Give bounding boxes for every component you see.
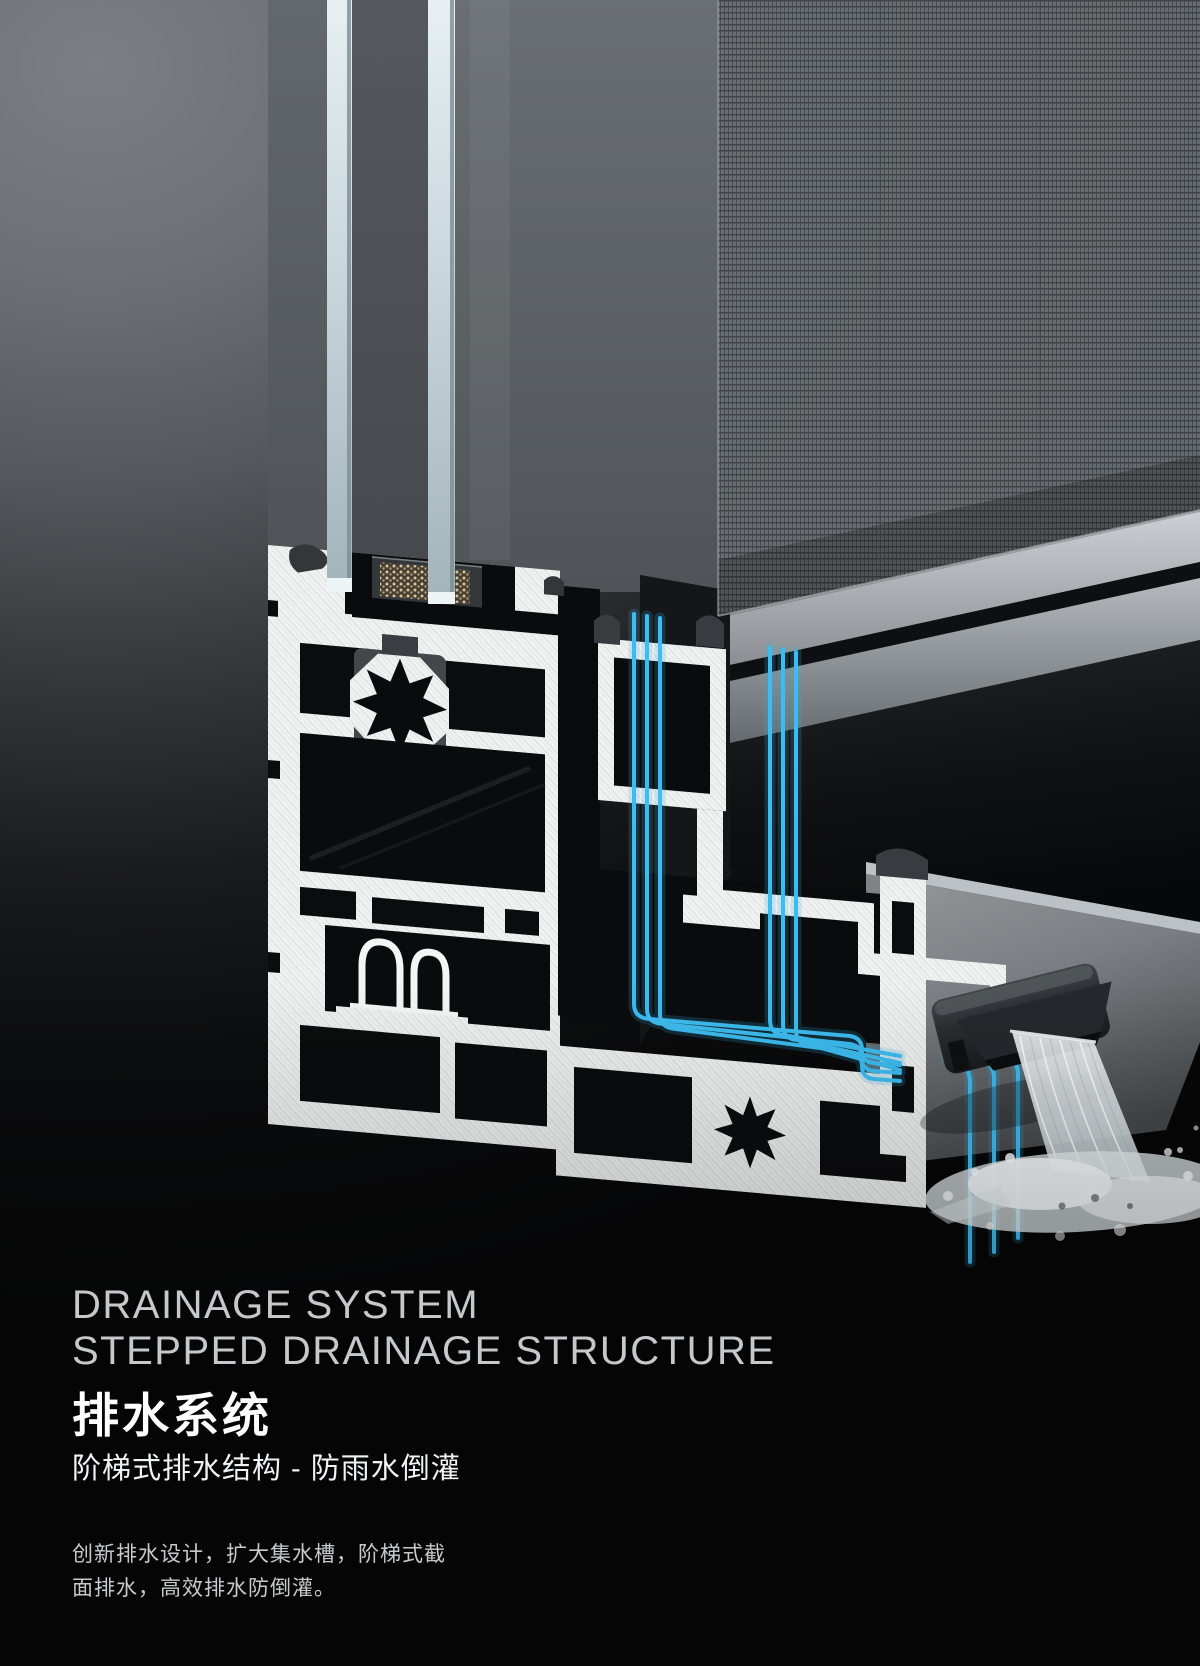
- title-english: DRAINAGE SYSTEM STEPPED DRAINAGE STRUCTU…: [72, 1282, 776, 1374]
- glass-unit: [268, 0, 718, 592]
- description-line1: 创新排水设计，扩大集水槽，阶梯式截: [72, 1543, 446, 1566]
- title-english-line1: DRAINAGE SYSTEM: [72, 1283, 480, 1327]
- bottom-vignette: [0, 980, 1200, 1666]
- description-line2: 面排水，高效排水防倒灌。: [72, 1577, 336, 1600]
- title-chinese: 排水系统: [72, 1389, 272, 1442]
- gasket: [544, 576, 564, 597]
- subtitle-chinese: 阶梯式排水结构 - 防雨水倒灌: [72, 1453, 461, 1485]
- gasket: [594, 614, 620, 645]
- gasket: [696, 615, 724, 649]
- glass-panes: [327, 0, 455, 604]
- gasket: [876, 848, 928, 881]
- description-paragraph: 创新排水设计，扩大集水槽，阶梯式截 面排水，高效排水防倒灌。: [72, 1538, 446, 1606]
- gasket: [289, 544, 328, 573]
- sash-rail-deck: [730, 640, 1200, 935]
- title-english-line2: STEPPED DRAINAGE STRUCTURE: [72, 1329, 776, 1373]
- insect-screen-mesh: [717, 0, 1200, 618]
